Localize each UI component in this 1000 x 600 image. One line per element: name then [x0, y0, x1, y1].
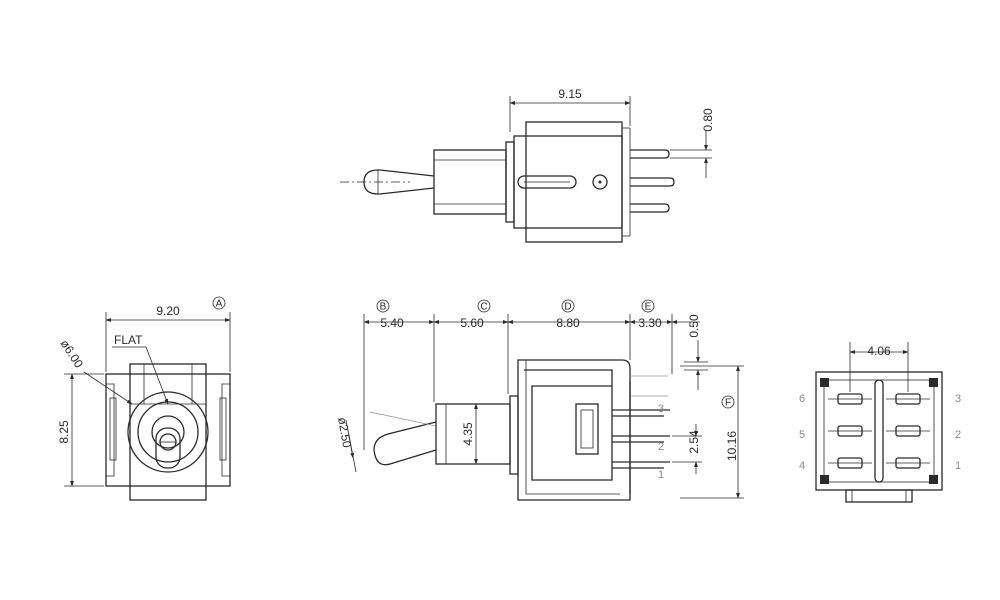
- svg-text:F: F: [725, 398, 731, 409]
- front-view-bushing-inner: [137, 401, 199, 463]
- top-view-lever: [363, 169, 435, 195]
- dim-top-offset-text: 0.50: [687, 314, 701, 338]
- dim-front-height-text: 8.25: [57, 420, 71, 444]
- callout-e: E: [641, 299, 655, 313]
- dim-length: 9.15: [509, 87, 631, 132]
- bottom-pin-number-5: 5: [799, 429, 805, 441]
- side-view-lever: [373, 421, 437, 466]
- top-view: 9.15 0.80: [340, 87, 715, 243]
- dim-total-height-text: 10.16: [725, 431, 739, 461]
- dim-pin-span-text: 4.06: [867, 344, 891, 358]
- bottom-view-divider: [874, 379, 884, 483]
- front-view-frame: [105, 373, 231, 487]
- bottom-view-terminals: [828, 393, 930, 469]
- svg-text:E: E: [645, 302, 652, 313]
- dim-total-height: 10.16: [680, 365, 744, 499]
- dim-front-width-text: 9.20: [156, 304, 180, 318]
- side-view-body: [517, 359, 631, 501]
- callout-c: C: [477, 299, 491, 313]
- top-view-slot: [517, 175, 577, 189]
- dim-bushing-height: 4.35: [461, 403, 478, 465]
- dim-top-offset: 0.50: [684, 314, 708, 390]
- callout-d: D: [561, 299, 575, 313]
- dim-length-text: 9.15: [558, 87, 582, 101]
- dim-d-text: 8.80: [556, 316, 580, 330]
- dim-bushing-dia-text: ø6.00: [57, 337, 86, 371]
- dim-pin-span: 4.06: [849, 342, 909, 392]
- top-view-plate: [505, 141, 515, 223]
- dim-front-width: 9.20: [105, 304, 231, 372]
- dim-lever-dia-text: ø2.50: [335, 416, 354, 449]
- dim-pin-pitch: 2.54: [672, 424, 702, 474]
- front-view-lever: [155, 427, 181, 469]
- dim-chain: 5.40 5.60 8.80 3.30: [363, 314, 700, 450]
- svg-text:B: B: [380, 302, 387, 313]
- dim-lever-dia: ø2.50: [335, 416, 357, 473]
- callout-b: B: [376, 299, 390, 313]
- side-pin-number-1: 1: [658, 469, 664, 481]
- svg-text:D: D: [564, 302, 571, 313]
- dim-c-text: 5.60: [460, 316, 484, 330]
- front-view-body: [129, 363, 207, 501]
- dim-e-text: 3.30: [638, 316, 662, 330]
- dim-pitch-text: 2.54: [687, 430, 701, 454]
- bottom-pin-number-1: 1: [955, 460, 961, 472]
- dim-pin-width-text: 0.80: [701, 108, 715, 132]
- callout-a: A: [212, 296, 226, 310]
- side-pin-number-3: 3: [658, 403, 664, 415]
- side-view-slot: [575, 403, 599, 455]
- side-view: 3 2 1 B C D E F: [335, 299, 744, 501]
- flat-label: FLAT: [114, 333, 143, 347]
- dim-pin-width: 0.80: [670, 108, 715, 178]
- front-view: FLAT ø6.00 A 9.20 8.25: [57, 296, 231, 501]
- svg-text:C: C: [480, 302, 487, 313]
- bottom-pin-number-2: 2: [955, 429, 961, 441]
- side-view-pins: [612, 382, 670, 494]
- bottom-pin-number-6: 6: [799, 393, 805, 405]
- callout-f: F: [721, 395, 735, 409]
- front-view-bushing-outer: [127, 391, 209, 473]
- dim-b-text: 5.40: [380, 316, 404, 330]
- top-view-pins: [630, 149, 675, 213]
- top-view-rivet: [592, 174, 608, 190]
- svg-text:A: A: [216, 299, 223, 310]
- bottom-view: 6 5 4 3 2 1 4.06: [799, 342, 961, 503]
- bottom-pin-number-4: 4: [799, 460, 805, 472]
- side-pin-number-2: 2: [658, 441, 664, 453]
- dim-front-height: 8.25: [57, 373, 104, 487]
- bottom-pin-number-3: 3: [955, 393, 961, 405]
- dim-bushing-h-text: 4.35: [461, 422, 475, 446]
